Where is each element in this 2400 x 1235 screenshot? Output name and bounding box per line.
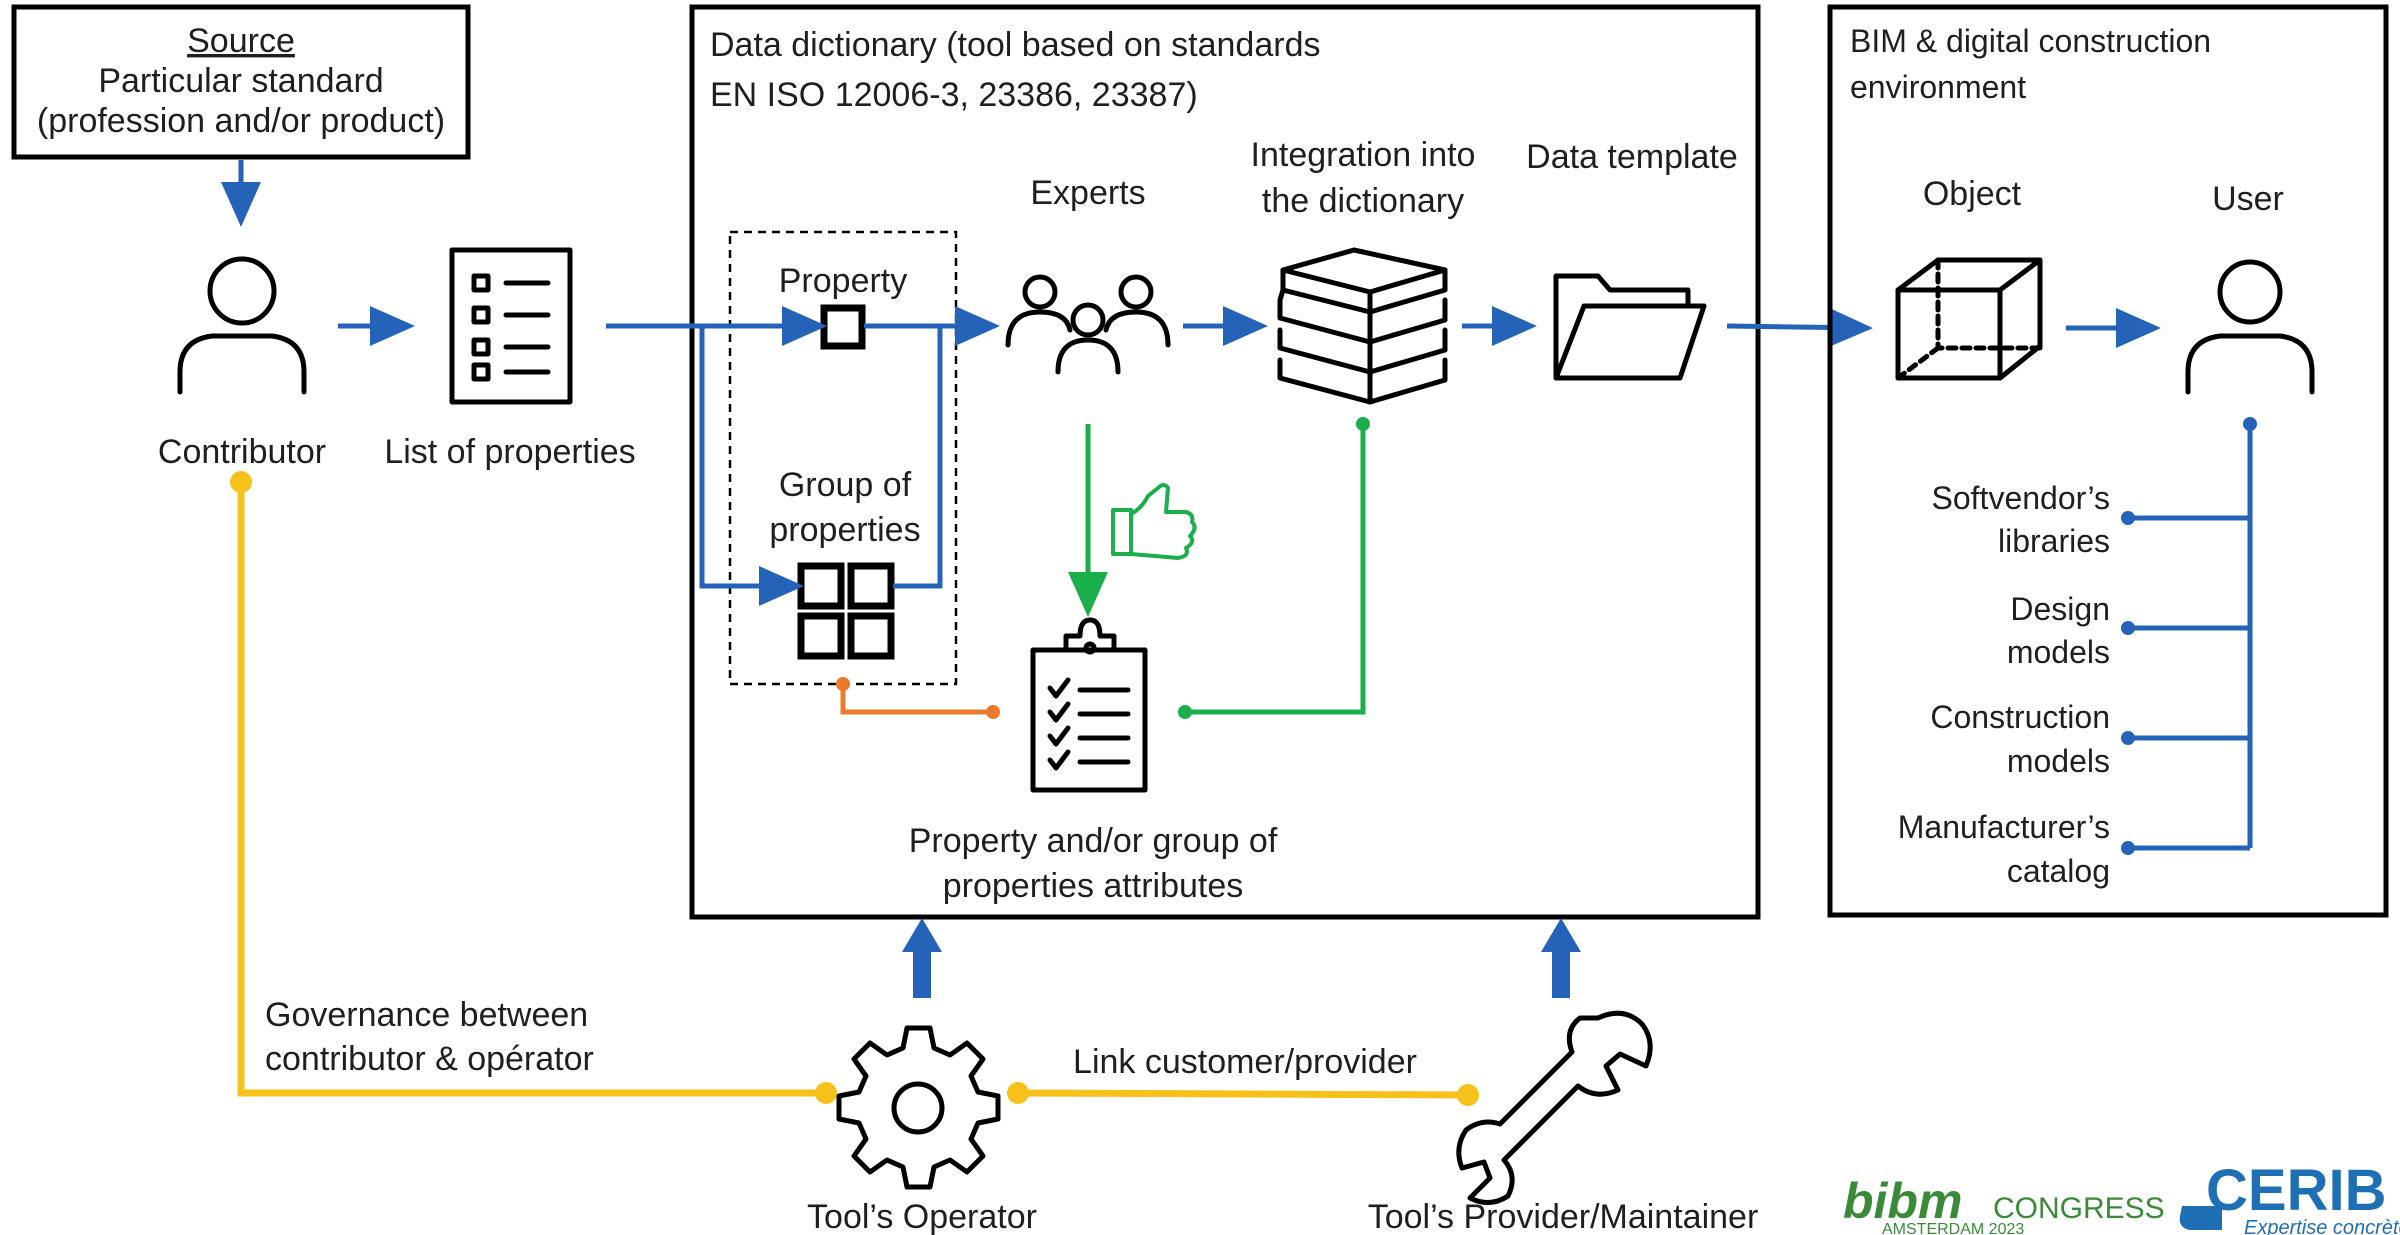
data-dictionary-box: [689, 4, 1761, 920]
bibm-logo-sub: AMSTERDAM 2023: [1882, 1221, 2024, 1235]
object-label: Object: [1923, 175, 2022, 213]
cerib-logo: CERIB Expertise concrète: [2179, 1158, 2400, 1235]
group-of-properties-icon: [797, 562, 895, 660]
source-box: Source Particular standard (profession a…: [11, 4, 471, 160]
dictionary-title-line1: Data dictionary (tool based on standards: [710, 26, 1320, 64]
user-icon: [2185, 259, 2315, 395]
bim-title-line1: BIM & digital construction: [1850, 23, 2211, 59]
property-icon: [820, 304, 866, 350]
list-of-properties-label: List of properties: [384, 433, 635, 471]
contributor-label: Contributor: [158, 433, 326, 471]
bim-item-design-line1: Design: [2010, 591, 2110, 627]
integration-label-line2: the dictionary: [1262, 182, 1464, 220]
group-label-line1: Group of: [779, 466, 912, 504]
user-label: User: [2212, 180, 2284, 218]
attributes-clipboard-icon: [1030, 617, 1148, 793]
bim-item-construction-line2: models: [2007, 743, 2110, 779]
governance-label-line1: Governance between: [265, 996, 588, 1034]
cerib-logo-sub: Expertise concrète: [2244, 1217, 2400, 1235]
bim-item-softvendor-line1: Softvendor’s: [1932, 480, 2110, 516]
provider-label: Tool’s Provider/Maintainer: [1368, 1198, 1759, 1235]
link-customer-provider-line: [1017, 1089, 1469, 1099]
property-label: Property: [779, 262, 908, 300]
experts-icon: [1005, 274, 1171, 375]
experts-label: Experts: [1030, 174, 1145, 212]
source-line1: Particular standard: [98, 62, 383, 100]
data-template-label: Data template: [1526, 138, 1738, 176]
thumbs-up-icon: [1111, 483, 1197, 560]
gear-icon: [836, 1025, 1001, 1190]
source-line2: (profession and/or product): [37, 102, 445, 140]
link-customer-provider-label: Link customer/provider: [1073, 1043, 1417, 1081]
bibm-logo-word: CONGRESS: [1993, 1192, 2165, 1225]
list-of-properties-icon: [449, 247, 573, 405]
folder-icon: [1553, 273, 1707, 381]
bibm-congress-logo: bibm CONGRESS AMSTERDAM 2023: [1843, 1173, 2165, 1235]
user-connector-branches: [2121, 511, 2250, 855]
provider-to-dictionary-arrow: [1541, 918, 1581, 998]
bim-item-construction-line1: Construction: [1930, 699, 2110, 735]
operator-to-dictionary-arrow: [902, 918, 942, 998]
source-title: Source: [187, 22, 295, 60]
cube-icon: [1895, 257, 2043, 381]
cerib-logo-mark: CERIB: [2206, 1158, 2386, 1223]
bim-title-line2: environment: [1850, 69, 2026, 105]
contributor-icon: [177, 256, 307, 395]
governance-label-line2: contributor & opérator: [265, 1040, 594, 1078]
flow-group-to-attributes: [840, 684, 993, 715]
flow-template-to-object: [1726, 307, 1873, 348]
governance-line: [237, 482, 826, 1097]
flow-attributes-to-integration: [1185, 424, 1366, 715]
flow-group-to-experts: [893, 326, 943, 589]
bim-environment-box: [1827, 4, 2389, 918]
wrench-icon: [1456, 1010, 1653, 1205]
bim-item-design-line2: models: [2007, 634, 2110, 670]
bim-item-softvendor-line2: libraries: [1998, 523, 2110, 559]
bim-item-manufacturer-line1: Manufacturer’s: [1898, 809, 2110, 845]
flow-branch-to-group: [699, 326, 804, 606]
bim-item-manufacturer-line2: catalog: [2007, 853, 2110, 889]
books-icon: [1277, 247, 1448, 405]
integration-label-line1: Integration into: [1251, 136, 1476, 174]
group-label-line2: properties: [769, 511, 920, 549]
dictionary-title-line2: EN ISO 12006-3, 23386, 23387): [710, 76, 1198, 114]
bibm-logo-mark: bibm: [1843, 1173, 1962, 1229]
attributes-label-line1: Property and/or group of: [909, 822, 1278, 860]
operator-label: Tool’s Operator: [807, 1198, 1037, 1235]
attributes-label-line2: properties attributes: [943, 867, 1244, 905]
